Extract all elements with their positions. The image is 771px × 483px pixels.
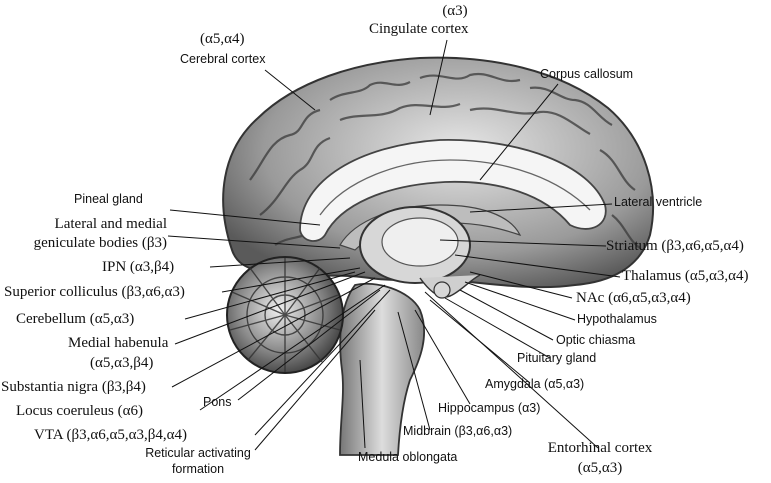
corpus-callosum-shape — [299, 139, 607, 242]
cingulate-subunits: (α3) — [442, 3, 468, 19]
label-locus-coeruleus: Locus coeruleus (α6) — [16, 403, 143, 419]
label-medial-habenula-line2: (α5,α3,β4) — [90, 355, 154, 371]
label-hypothalamus: Hypothalamus — [577, 312, 657, 326]
label-nac: NAc (α6,α5,α3,α4) — [576, 290, 691, 306]
label-reticular-line1: Reticular activating — [145, 446, 251, 460]
label-pituitary-gland: Pituitary gland — [517, 351, 597, 365]
label-pineal-gland: Pineal gland — [74, 192, 143, 206]
label-reticular-line2: formation — [171, 462, 225, 476]
cerebral-subunits: (α5,α4) — [200, 31, 245, 47]
label-entorhinal-line2: (α5,α3) — [577, 460, 623, 476]
label-superior-colliculus: Superior colliculus (β3,α6,α3) — [4, 284, 185, 300]
label-entorhinal-line1: Entorhinal cortex — [547, 440, 653, 456]
label-thalamus: Thalamus (α5,α3,α4) — [622, 268, 749, 284]
label-geniculate-line2: geniculate bodies (β3) — [33, 235, 167, 251]
label-geniculate-line1: Lateral and medial — [54, 216, 167, 232]
label-medial-habenula-line1: Medial habenula — [68, 335, 169, 351]
label-striatum: Striatum (β3,α6,α5,α4) — [606, 238, 744, 254]
label-ipn: IPN (α3,β4) — [102, 259, 175, 275]
label-optic-chiasma: Optic chiasma — [556, 333, 636, 347]
label-midbrain: Midbrain (β3,α6,α3) — [403, 424, 513, 438]
label-lateral-ventricle: Lateral ventricle — [614, 195, 703, 209]
label-cerebellum: Cerebellum (α5,α3) — [16, 311, 135, 327]
label-amygdala: Amygdala (α5,α3) — [485, 377, 585, 391]
label-cingulate-cortex: Cingulate cortex — [369, 21, 469, 37]
label-cerebral-cortex: Cerebral cortex — [180, 52, 266, 66]
label-hippocampus: Hippocampus (α3) — [438, 401, 541, 415]
label-medulla-oblongata: Medula oblongata — [358, 450, 458, 464]
label-pons: Pons — [203, 395, 232, 409]
label-vta: VTA (β3,α6,α5,α3,β4,α4) — [34, 427, 187, 443]
label-corpus-callosum: Corpus callosum — [540, 67, 634, 81]
label-substantia-nigra: Substantia nigra (β3,β4) — [1, 379, 146, 395]
